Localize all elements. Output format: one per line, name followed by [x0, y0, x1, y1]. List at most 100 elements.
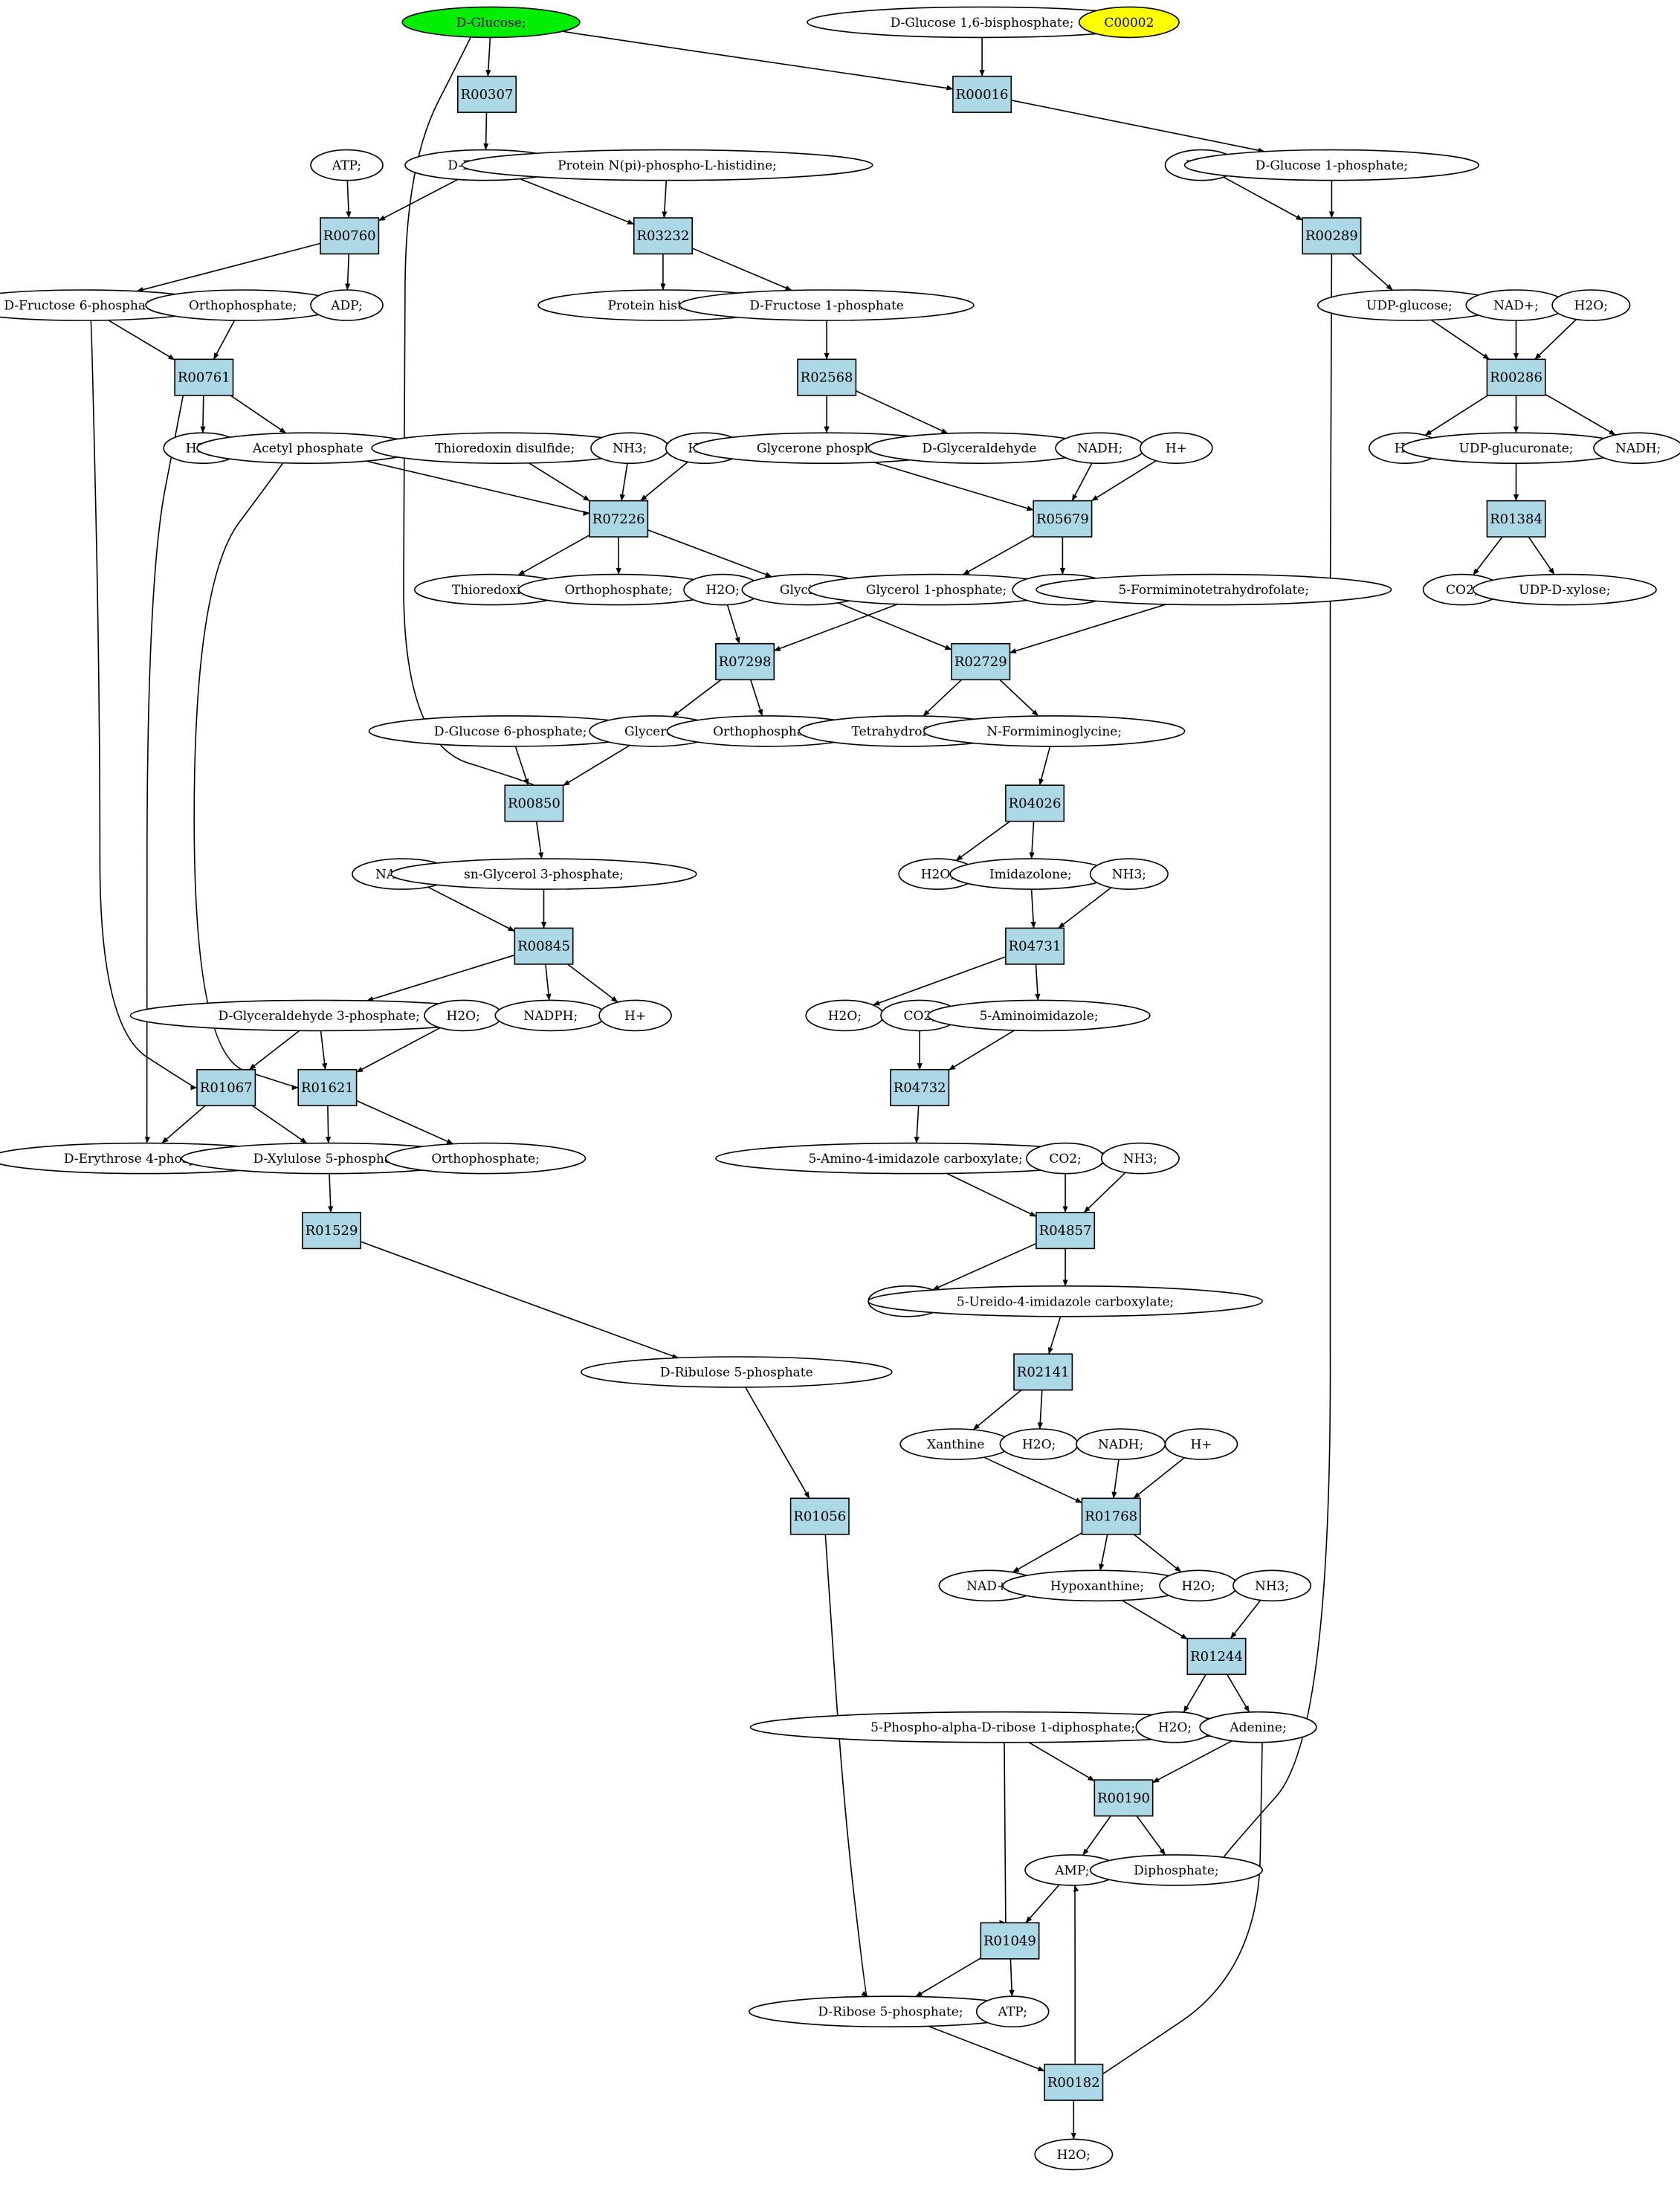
reaction-node-R00845[interactable]: R00845: [514, 927, 574, 965]
edge-R00307-to-fru: [483, 112, 489, 150]
reaction-node-R02141[interactable]: R02141: [1013, 1353, 1073, 1391]
edge-acp-to-R01621: [193, 462, 299, 1091]
compound-node-orth2[interactable]: Orthophosphate;: [518, 573, 720, 606]
compound-node-gap[interactable]: D-Glyceraldehyde 3-phosphate;: [129, 999, 508, 1032]
reaction-node-R01621[interactable]: R01621: [297, 1068, 358, 1106]
compound-node-gla[interactable]: D-Glyceraldehyde: [868, 432, 1091, 465]
compound-node-h2o_j[interactable]: H2O;: [1159, 1569, 1238, 1602]
compound-node-co2_c[interactable]: CO2;: [1026, 1142, 1105, 1175]
node-label: D-Fructose 1-phosphate: [749, 299, 904, 314]
compound-node-orth4[interactable]: Orthophosphate;: [384, 1142, 587, 1175]
compound-node-udpx[interactable]: UDP-D-xylose;: [1472, 573, 1657, 606]
compound-node-h2o_a[interactable]: H2O;: [1551, 289, 1631, 321]
compound-node-nh3_d[interactable]: NH3;: [1232, 1569, 1312, 1602]
compound-node-fthf[interactable]: 5-Formiminotetrahydrofolate;: [1036, 573, 1392, 606]
reaction-node-R01049[interactable]: R01049: [980, 1922, 1040, 1960]
compound-node-trxss[interactable]: Thioredoxin disulfide;: [371, 432, 639, 465]
compound-node-amp[interactable]: AMP;: [1024, 1854, 1120, 1886]
node-label: NH3;: [1255, 1579, 1289, 1594]
node-label: AMP;: [1054, 1863, 1089, 1878]
compound-node-glc[interactable]: D-Glucose;: [401, 6, 581, 39]
compound-node-hp_c[interactable]: H+: [598, 999, 672, 1032]
compound-node-g6p[interactable]: D-Glucose 6-phosphate;: [368, 715, 653, 747]
compound-node-g1p[interactable]: D-Glucose 1-phosphate;: [1183, 149, 1479, 181]
compound-node-pnph[interactable]: Protein N(pi)-phospho-L-histidine;: [461, 149, 873, 181]
compound-node-ppi[interactable]: Diphosphate;: [1089, 1854, 1263, 1886]
reaction-node-R00190[interactable]: R00190: [1093, 1779, 1154, 1817]
reaction-node-R04731[interactable]: R04731: [1005, 927, 1065, 965]
reaction-node-R07226[interactable]: R07226: [589, 500, 649, 538]
compound-node-h2o_f[interactable]: H2O;: [424, 999, 503, 1032]
node-label: C00002: [1104, 16, 1154, 30]
compound-node-nadh_b[interactable]: NADH;: [1593, 432, 1680, 464]
reaction-node-R01384[interactable]: R01384: [1486, 500, 1546, 538]
compound-node-c00002[interactable]: C00002: [1078, 6, 1180, 39]
compound-node-adp[interactable]: ADP;: [310, 289, 384, 321]
compound-node-uic[interactable]: 5-Ureido-4-imidazole carboxylate;: [868, 1285, 1263, 1317]
compound-node-orth1[interactable]: Orthophosphate;: [145, 289, 341, 321]
reaction-node-R00850[interactable]: R00850: [504, 784, 564, 822]
compound-node-atp2[interactable]: ATP;: [975, 1995, 1050, 2027]
compound-node-nh3_c[interactable]: NH3;: [1100, 1142, 1180, 1175]
compound-node-co2_a[interactable]: CO2;: [1422, 573, 1502, 606]
compound-node-r5p[interactable]: D-Ribose 5-phosphate;: [748, 1995, 1033, 2027]
compound-node-h2o_l[interactable]: H2O;: [1034, 2138, 1114, 2171]
reaction-box: [1093, 1779, 1154, 1817]
compound-node-aim[interactable]: 5-Aminoimidazole;: [927, 999, 1151, 1032]
node-label: D-Fructose 6-phosphate;: [4, 299, 162, 314]
compound-node-hp_a[interactable]: H+: [1140, 432, 1213, 465]
compound-node-nadp1[interactable]: NAD+;: [1465, 289, 1567, 321]
reaction-node-R00760[interactable]: R00760: [320, 217, 380, 255]
reaction-box: [320, 217, 380, 255]
compound-node-h2o_e[interactable]: H2O;: [898, 858, 978, 890]
compound-node-nh3_b[interactable]: NH3;: [1089, 858, 1169, 890]
reaction-node-R01056[interactable]: R01056: [789, 1497, 850, 1535]
compound-node-h2o_i[interactable]: H2O;: [999, 1428, 1079, 1460]
compound-node-ade[interactable]: Adenine;: [1199, 1711, 1317, 1743]
compound-node-xan[interactable]: Xanthine: [899, 1428, 1012, 1460]
compound-node-udpg[interactable]: UDP-glucose;: [1316, 289, 1502, 321]
compound-node-atp1[interactable]: ATP;: [310, 149, 384, 181]
reaction-node-R00286[interactable]: R00286: [1486, 358, 1546, 396]
compound-node-f1p[interactable]: D-Fructose 1-phosphate: [679, 289, 975, 321]
compound-node-g1ph[interactable]: Glycerol 1-phosphate;: [808, 573, 1065, 606]
reaction-node-R04732[interactable]: R04732: [890, 1068, 950, 1106]
reaction-node-R01768[interactable]: R01768: [1081, 1497, 1141, 1535]
reaction-node-R00289[interactable]: R00289: [1302, 217, 1362, 255]
reaction-node-R04026[interactable]: R04026: [1005, 784, 1065, 822]
reaction-node-R00307[interactable]: R00307: [456, 75, 517, 113]
reaction-node-R01529[interactable]: R01529: [301, 1212, 361, 1250]
reaction-node-R00182[interactable]: R00182: [1044, 2063, 1104, 2101]
reaction-node-R00016[interactable]: R00016: [952, 75, 1012, 113]
node-label: H+: [1190, 1438, 1212, 1453]
reaction-node-R02568[interactable]: R02568: [797, 358, 857, 396]
compound-node-nfg[interactable]: N-Formiminoglycine;: [923, 715, 1186, 747]
edge-nh3_b-to-R04731: [1058, 887, 1112, 929]
compound-node-hp_d[interactable]: H+: [1164, 1428, 1238, 1460]
reaction-node-R01067[interactable]: R01067: [196, 1068, 256, 1106]
compound-node-nh3_a[interactable]: NH3;: [590, 432, 670, 465]
compound-node-h2o_d[interactable]: H2O;: [683, 573, 763, 606]
compound-node-h2o_g[interactable]: H2O;: [805, 999, 885, 1032]
edge-R01529-to-ru5p: [360, 1241, 679, 1359]
reaction-node-R00761[interactable]: R00761: [174, 358, 234, 396]
reaction-node-R05679[interactable]: R05679: [1033, 500, 1093, 538]
compound-node-co2_b[interactable]: CO2;: [880, 999, 960, 1032]
compound-node-ru5p[interactable]: D-Ribulose 5-phosphate: [580, 1356, 893, 1388]
compound-node-nadh_a[interactable]: NADH;: [1055, 432, 1146, 465]
reaction-node-R02729[interactable]: R02729: [951, 642, 1011, 681]
reaction-node-R01244[interactable]: R01244: [1186, 1637, 1247, 1675]
compound-node-g3p[interactable]: sn-Glycerol 3-phosphate;: [390, 858, 697, 890]
compound-node-g16bp[interactable]: D-Glucose 1,6-bisphosphate;: [807, 6, 1158, 39]
compound-node-imz[interactable]: Imidazolone;: [949, 858, 1112, 890]
node-label: H2O;: [1022, 1438, 1056, 1453]
edge-utp-to-R00289: [1223, 176, 1303, 221]
compound-node-prpp[interactable]: 5-Phospho-alpha-D-ribose 1-diphosphate;: [749, 1711, 1256, 1743]
compound-node-aic[interactable]: 5-Amino-4-imidazole carboxylate;: [715, 1142, 1117, 1175]
reaction-node-R07298[interactable]: R07298: [715, 642, 775, 681]
reaction-node-R04857[interactable]: R04857: [1036, 1212, 1096, 1250]
reaction-node-R03232[interactable]: R03232: [633, 217, 693, 255]
compound-node-nadh_c[interactable]: NADH;: [1076, 1428, 1166, 1460]
compound-node-nadph[interactable]: NADPH;: [494, 999, 607, 1032]
compound-node-hyp[interactable]: Hypoxanthine;: [1002, 1569, 1192, 1602]
